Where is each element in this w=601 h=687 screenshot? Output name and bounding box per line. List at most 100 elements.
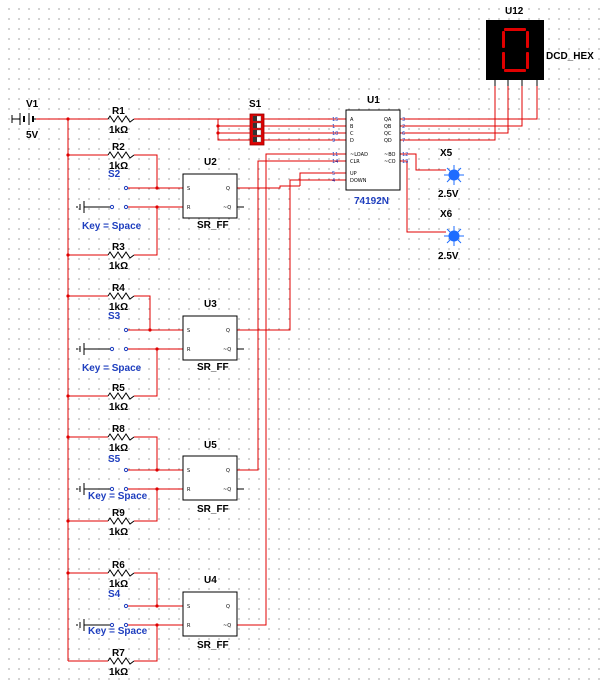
counter-pin-num: 1	[332, 124, 335, 130]
resistor-name: R3	[112, 242, 125, 253]
switch-key: Key = Space	[82, 363, 142, 374]
battery-v1[interactable]: V1 5V	[11, 99, 39, 141]
resistor-r3[interactable]: R3 1kΩ	[107, 242, 135, 272]
ff-pin-qn: ~Q	[223, 205, 231, 211]
resistor-value: 1kΩ	[109, 125, 128, 136]
resistor-name: R6	[112, 560, 125, 571]
counter-pin-num: 9	[332, 138, 335, 144]
switch-key: Key = Space	[88, 491, 148, 502]
flipflop-u2[interactable]: U2S R Q ~Q SR_FF	[182, 157, 238, 231]
ff-pin-r: R	[187, 623, 191, 629]
resistor-name: R5	[112, 383, 125, 394]
ff-pin-s: S	[187, 604, 190, 610]
counter-pin-num: 4	[332, 178, 335, 184]
counter-pin-label: A	[350, 117, 354, 123]
resistor-value: 1kΩ	[109, 579, 128, 590]
counter-part: 74192N	[354, 196, 389, 207]
resistor-value: 1kΩ	[109, 261, 128, 272]
ff-pin-r: R	[187, 205, 191, 211]
probe-x6-name: X6	[440, 209, 453, 220]
flipflop-name: U4	[204, 575, 217, 586]
switch-name: S3	[108, 311, 121, 322]
counter-pin-num: 7	[402, 138, 405, 144]
probe-x6[interactable]: X6 2.5V	[438, 209, 464, 262]
resistor-value: 1kΩ	[109, 443, 128, 454]
counter-pin-label: ~CO	[384, 159, 396, 165]
resistor-name: R2	[112, 142, 125, 153]
dip-switch-s1[interactable]: S1	[249, 99, 265, 146]
counter-pin-num: 14	[332, 159, 338, 165]
counter-pin-num: 6	[402, 131, 405, 137]
counter-pin-label: UP	[350, 171, 357, 177]
flipflop-name: U5	[204, 440, 217, 451]
counter-pin-label: CLR	[350, 159, 360, 165]
probe-x5[interactable]: X5 2.5V	[438, 148, 464, 200]
resistors: R11kΩR21kΩR31kΩR41kΩR51kΩR81kΩR91kΩR61kΩ…	[107, 106, 135, 678]
display-label: DCD_HEX	[546, 51, 594, 62]
flipflop-type: SR_FF	[197, 362, 229, 373]
counter-pin-num: 5	[332, 171, 335, 177]
ff-pin-r: R	[187, 347, 191, 353]
flipflop-type: SR_FF	[197, 220, 229, 231]
resistor-value: 1kΩ	[109, 527, 128, 538]
resistor-r8[interactable]: R8 1kΩ	[107, 424, 135, 454]
resistor-name: R4	[112, 283, 125, 294]
resistor-name: R7	[112, 648, 125, 659]
counter-pin-label: QB	[384, 124, 392, 130]
counter-pin-label: QC	[384, 131, 392, 137]
hex-display-u12[interactable]: U12 DCD_HEX	[486, 6, 594, 86]
switch-key: Key = Space	[88, 626, 148, 637]
counter-pin-num: 12	[402, 152, 408, 158]
flipflop-type: SR_FF	[197, 504, 229, 515]
ff-pin-q: Q	[226, 186, 230, 192]
black-wires	[84, 206, 244, 626]
ff-pin-s: S	[187, 186, 190, 192]
dip-switch-name: S1	[249, 99, 262, 110]
ff-pin-q: Q	[226, 468, 230, 474]
resistor-value: 1kΩ	[109, 161, 128, 172]
ff-pin-q: Q	[226, 604, 230, 610]
counter-name: U1	[367, 95, 380, 106]
counter-pin-num: 11	[332, 152, 338, 158]
resistor-value: 1kΩ	[109, 667, 128, 678]
counter-pin-num: 10	[332, 131, 338, 137]
counter-pin-label: C	[350, 131, 354, 137]
flipflop-u4[interactable]: U4S R Q ~Q SR_FF	[182, 575, 238, 651]
flipflop-name: U2	[204, 157, 217, 168]
counter-pin-label: D	[350, 138, 354, 144]
resistor-r2[interactable]: R2 1kΩ	[107, 142, 135, 172]
resistor-r7[interactable]: R7 1kΩ	[107, 648, 135, 678]
junctions	[66, 117, 220, 627]
ff-pin-q: Q	[226, 328, 230, 334]
battery-value: 5V	[26, 130, 39, 141]
counter-pin-label: ~BO	[384, 152, 396, 158]
flipflops: U2SRQ~QSR_FFU3SRQ~QSR_FFU5SRQ~QSR_FFU4SR…	[182, 157, 238, 651]
battery-name: V1	[26, 99, 39, 110]
probe-x5-value: 2.5V	[438, 189, 459, 200]
display-name: U12	[505, 6, 524, 17]
flipflop-type: SR_FF	[197, 640, 229, 651]
ff-pin-r: R	[187, 487, 191, 493]
ff-pin-qn: ~Q	[223, 623, 231, 629]
resistor-r6[interactable]: R6 1kΩ	[107, 560, 135, 590]
switch-key: Key = Space	[82, 221, 142, 232]
counter-pin-label: ~LOAD	[350, 152, 368, 158]
counter-pin-label: B	[350, 124, 354, 130]
flipflop-name: U3	[204, 299, 217, 310]
counter-pin-label: DOWN	[350, 178, 367, 184]
resistor-name: R8	[112, 424, 125, 435]
